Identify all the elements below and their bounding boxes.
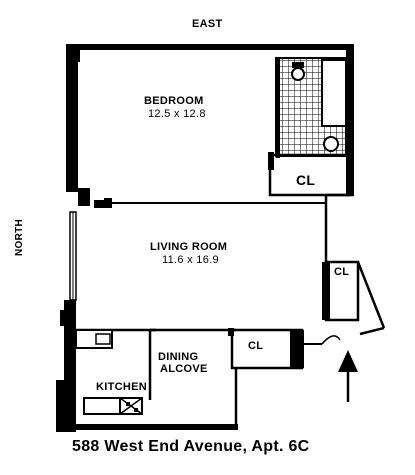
sink xyxy=(323,136,339,152)
wall-left-stub xyxy=(94,200,104,208)
dining-label-line2: ALCOVE xyxy=(160,363,208,375)
closet-hall-label: CL xyxy=(334,266,350,278)
kitchen-name: KITCHEN xyxy=(96,381,147,393)
up-arrow-icon xyxy=(338,350,358,402)
wall-bottom xyxy=(56,424,238,430)
wall-top xyxy=(66,44,352,62)
toilet xyxy=(291,67,305,81)
wall-left-notch xyxy=(78,188,90,206)
closet-bedroom-label: CL xyxy=(296,172,316,188)
living-room-name: LIVING ROOM xyxy=(150,241,228,253)
wall-left-upper xyxy=(66,44,78,192)
compass-north-label: NORTH xyxy=(14,218,25,256)
dining-label-line1: DINING xyxy=(158,351,199,363)
compass-east-label: EAST xyxy=(192,18,223,30)
closet-dining-label: CL xyxy=(248,340,264,352)
wall-right-bedroom xyxy=(346,44,354,195)
bedroom-name: BEDROOM xyxy=(144,95,204,107)
bedroom-dims: 12.5 x 12.8 xyxy=(148,108,206,120)
bathtub xyxy=(321,59,347,127)
address-caption: 588 West End Avenue, Apt. 6C xyxy=(72,438,310,455)
living-room-dims: 11.6 x 16.9 xyxy=(162,254,219,266)
